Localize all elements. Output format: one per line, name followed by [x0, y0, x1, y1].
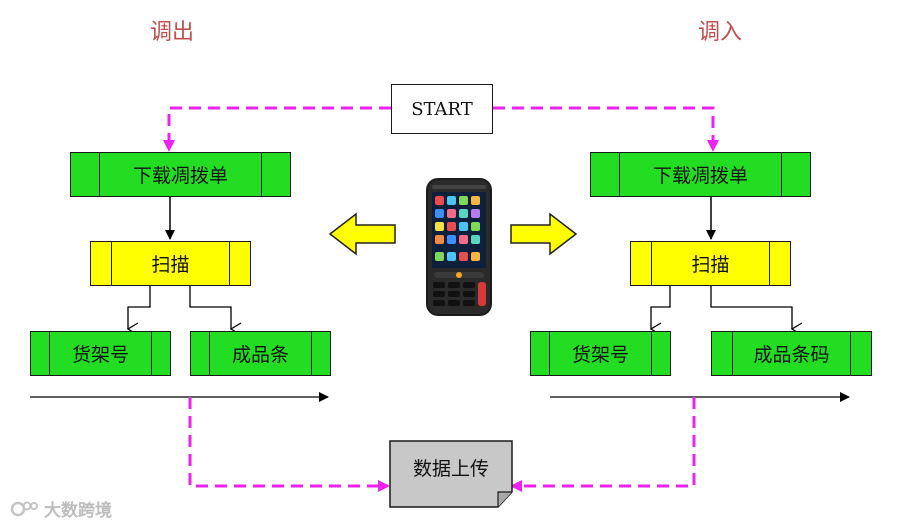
- right-download-label: 下载凋拨单: [652, 165, 748, 187]
- arrow-left-scan-to-product: [189, 286, 231, 329]
- left-shelf-label: 货架号: [71, 344, 129, 366]
- arrow-right-scan-to-product: [710, 286, 792, 329]
- right-shelf-box: 货架号: [530, 331, 671, 376]
- right-product-label: 成品条码: [753, 344, 830, 366]
- left-download-label: 下载凋拨单: [132, 165, 228, 187]
- start-label: START: [411, 98, 473, 120]
- left-scan-box: 扫描: [90, 241, 251, 286]
- arrow-right-scan-to-shelf: [651, 286, 671, 329]
- left-scan-label: 扫描: [151, 254, 190, 276]
- watermark: 大数跨境: [10, 496, 112, 521]
- left-product-label: 成品条: [231, 344, 289, 366]
- right-scan-label: 扫描: [691, 254, 730, 276]
- heading-dispatch: 调出: [150, 20, 195, 45]
- upload-label: 数据上传: [412, 457, 489, 480]
- right-scan-box: 扫描: [630, 241, 791, 286]
- start-box: START: [391, 84, 493, 134]
- dashed-start-to-right: [493, 106, 719, 152]
- right-download-box: 下载凋拨单: [590, 152, 811, 197]
- arrow-left-yellow: [328, 212, 396, 256]
- left-download-box: 下载凋拨单: [70, 152, 291, 197]
- left-shelf-box: 货架号: [30, 331, 171, 376]
- handheld-scanner-device: [426, 178, 492, 316]
- watermark-text: 大数跨境: [44, 501, 112, 521]
- upload-box: 数据上传: [390, 441, 512, 493]
- arrow-left-scan-to-shelf: [128, 286, 151, 329]
- heading-receive: 调入: [698, 20, 743, 45]
- watermark-logo-icon: [10, 501, 38, 516]
- left-product-box: 成品条: [190, 331, 331, 376]
- dashed-start-to-left: [163, 106, 391, 152]
- dashed-left-to-upload: [188, 397, 390, 492]
- dashed-right-to-upload: [510, 397, 696, 492]
- right-product-box: 成品条码: [711, 331, 872, 376]
- arrow-right-yellow: [510, 212, 578, 256]
- right-shelf-label: 货架号: [571, 344, 629, 366]
